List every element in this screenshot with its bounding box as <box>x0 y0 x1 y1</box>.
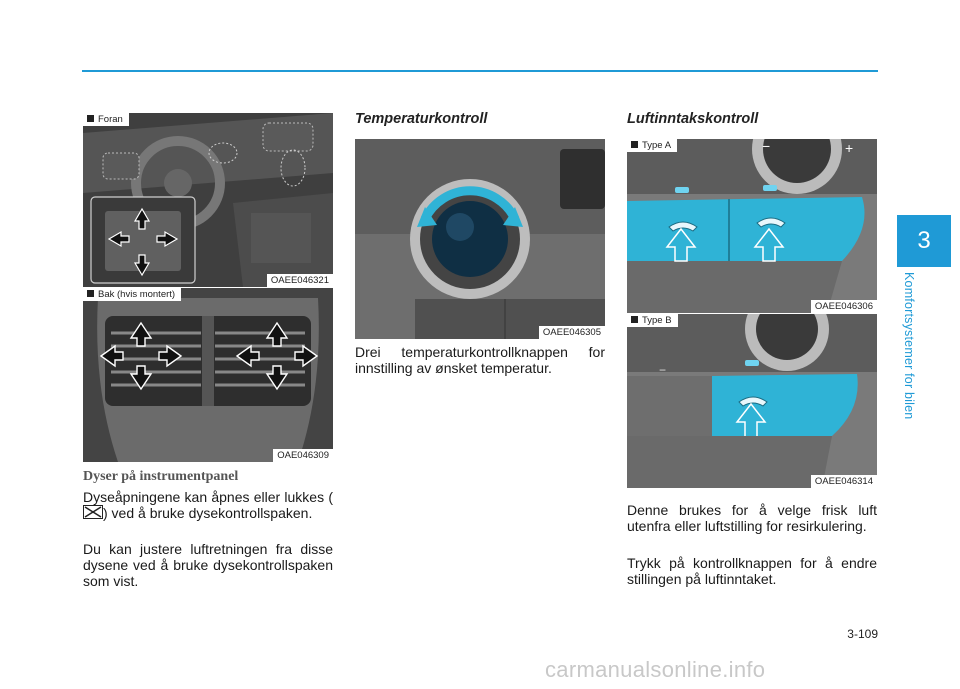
paragraph-air-intake-purpose: Denne brukes for å velge frisk luft uten… <box>627 502 877 534</box>
paragraph-vents-direction: Du kan justere luftretningen fra disse d… <box>83 541 333 589</box>
figure-type-a-code: OAEE046306 <box>810 300 877 313</box>
chapter-tab: 3 <box>897 215 951 267</box>
air-intake-type-a-illustration: − + <box>627 139 877 313</box>
chapter-number: 3 <box>917 227 931 254</box>
section-heading-air-intake: Luftinntakskontroll <box>627 111 759 127</box>
figure-rear-vents: Bak (hvis montert) OAE046309 <box>83 288 333 462</box>
header-rule <box>82 70 878 72</box>
figure-type-b-tag: Type B <box>627 314 678 327</box>
chapter-title-vertical: Komfortsystemer for bilen <box>902 272 916 420</box>
temperature-knob-illustration <box>355 139 605 339</box>
figure-type-b-code: OAEE046314 <box>810 475 877 488</box>
paragraph-air-intake-press: Trykk på kontrollknappen for å endre sti… <box>627 555 877 587</box>
svg-text:−: − <box>659 363 666 377</box>
figure-front-tag: Foran <box>83 113 129 126</box>
square-bullet-icon <box>631 316 638 323</box>
square-bullet-icon <box>631 141 638 148</box>
section-heading-temperature: Temperaturkontroll <box>355 111 488 127</box>
svg-text:−: − <box>762 139 770 154</box>
vent-closed-icon <box>83 505 103 519</box>
figure-temperature-knob: OAEE046305 <box>355 139 605 339</box>
square-bullet-icon <box>87 115 94 122</box>
rear-vent-illustration <box>83 288 333 462</box>
figure-rear-code: OAE046309 <box>273 449 333 462</box>
figure-rear-tag: Bak (hvis montert) <box>83 288 182 301</box>
section-heading-dashboard-vents: Dyser på instrumentpanel <box>83 469 239 484</box>
figure-type-a-tag: Type A <box>627 139 678 152</box>
dashboard-illustration <box>83 113 333 287</box>
figure-air-intake-type-a: − + Type A OAEE046306 <box>627 139 877 313</box>
square-bullet-icon <box>87 290 94 297</box>
figure-temperature-code: OAEE046305 <box>538 326 605 339</box>
paragraph-vents-open-close: Dyseåpningene kan åpnes eller lukkes () … <box>83 489 333 521</box>
paragraph-temperature: Drei temperaturkontrollknappen for innst… <box>355 344 605 376</box>
figure-front-code: OAEE046321 <box>266 274 333 287</box>
svg-text:+: + <box>845 140 853 156</box>
figure-front-vents: Foran OAEE046321 <box>83 113 333 287</box>
figure-air-intake-type-b: − Type B OAEE046314 <box>627 314 877 488</box>
watermark: carmanualsonline.info <box>545 657 766 682</box>
air-intake-type-b-illustration: − <box>627 314 877 488</box>
page-number: 3-109 <box>847 627 878 641</box>
